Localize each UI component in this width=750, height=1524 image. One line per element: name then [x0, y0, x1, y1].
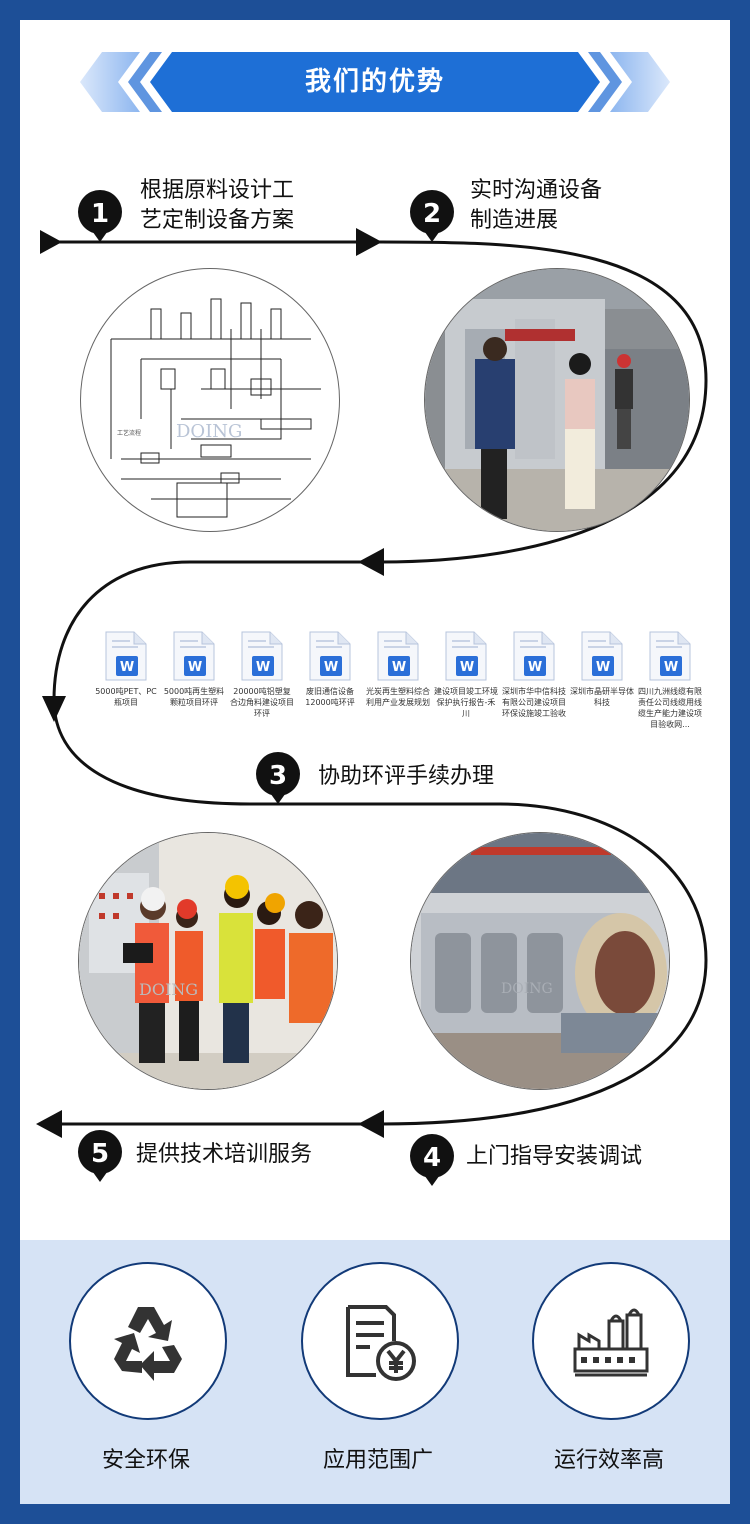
list-item[interactable]: W 20000吨铝塑复合边角料建设项目环评 [228, 630, 296, 740]
list-item[interactable]: W 建设项目竣工环境保护执行报告-禾川 [432, 630, 500, 740]
step-badge-3: 3 [256, 752, 300, 804]
feature-eco-label: 安全环保 [101, 1448, 190, 1473]
arrow-marker [358, 1110, 384, 1138]
feature-efficiency-label: 运行效率高 [553, 1448, 664, 1473]
svg-text:W: W [120, 660, 134, 675]
list-item[interactable]: W 深圳市晶研半导体科技 [568, 630, 636, 740]
list-item[interactable]: W 5000吨PET、PC瓶项目 [92, 630, 160, 740]
workshop-scene [425, 269, 689, 531]
word-document-icon: W [172, 630, 216, 682]
word-document-icon: W [104, 630, 148, 682]
svg-text:W: W [664, 660, 678, 675]
list-item[interactable]: W 光炭再生塑料综合利用产业发展规划 [364, 630, 432, 740]
svg-text:W: W [596, 660, 610, 675]
step-badge-4: 4 [410, 1134, 454, 1186]
communication-photo [424, 268, 690, 532]
eia-documents-list: W 5000吨PET、PC瓶项目 W 5000吨再生塑料颗粒项目环评 W 200… [92, 630, 704, 740]
feature-efficiency-circle [532, 1262, 690, 1420]
arrow-marker [40, 230, 62, 254]
svg-text:W: W [256, 660, 270, 675]
list-item[interactable]: W 四川九洲线缆有限责任公司线缆用线缆生产能力建设项目验收网... [636, 630, 704, 740]
word-document-icon: W [648, 630, 692, 682]
step-5-text: 提供技术培训服务 [136, 1142, 313, 1167]
section-banner: 我们的优势 [80, 52, 670, 112]
svg-text:DOING: DOING [139, 980, 198, 999]
step-badge-5: 5 [78, 1130, 122, 1182]
word-document-icon: W [240, 630, 284, 682]
banner-shape [80, 52, 670, 112]
banner-title: 我们的优势 [304, 67, 445, 97]
svg-text:DOING: DOING [176, 421, 242, 442]
svg-text:工艺流程: 工艺流程 [117, 429, 141, 437]
list-item[interactable]: W 废旧通信设备12000吨环评 [296, 630, 364, 740]
word-document-icon: W [376, 630, 420, 682]
recycle-icon [114, 1307, 182, 1381]
arrow-marker [356, 228, 382, 256]
feature-application-circle [301, 1262, 459, 1420]
list-item[interactable]: W 5000吨再生塑料颗粒项目环评 [160, 630, 228, 740]
step-3-text: 协助环评手续办理 [318, 764, 495, 789]
svg-text:DOING: DOING [501, 981, 553, 997]
process-diagram-image: 工艺流程 DOING [80, 268, 340, 532]
svg-text:W: W [188, 660, 202, 675]
arrow-marker [36, 1110, 62, 1138]
arrow-marker [358, 548, 384, 576]
equipment-scene: DOING [411, 833, 669, 1089]
word-document-icon: W [580, 630, 624, 682]
list-item[interactable]: W 深圳市华中信科技有限公司建设项目环保设施竣工验收 [500, 630, 568, 740]
training-scene: DOING [79, 833, 337, 1089]
svg-text:W: W [528, 660, 542, 675]
word-document-icon: W [444, 630, 488, 682]
step-badge-1: 1 [78, 190, 122, 242]
process-diagram-drawing: 工艺流程 DOING [110, 298, 321, 518]
factory-icon [573, 1308, 649, 1377]
feature-eco-circle [69, 1262, 227, 1420]
step-1-text: 根据原料设计工艺定制设备方案 [140, 178, 295, 233]
word-document-icon: W [308, 630, 352, 682]
step-4-text: 上门指导安装调试 [466, 1144, 643, 1169]
training-photo: DOING [78, 832, 338, 1090]
step-2-text: 实时沟通设备制造进展 [470, 178, 603, 233]
document-yuan-icon [346, 1305, 416, 1381]
arrow-marker [42, 696, 66, 722]
svg-text:W: W [324, 660, 338, 675]
word-document-icon: W [512, 630, 556, 682]
svg-text:W: W [460, 660, 474, 675]
feature-application-label: 应用范围广 [322, 1448, 433, 1473]
step-badge-2: 2 [410, 190, 454, 242]
svg-text:W: W [392, 660, 406, 675]
installation-photo: DOING [410, 832, 670, 1090]
